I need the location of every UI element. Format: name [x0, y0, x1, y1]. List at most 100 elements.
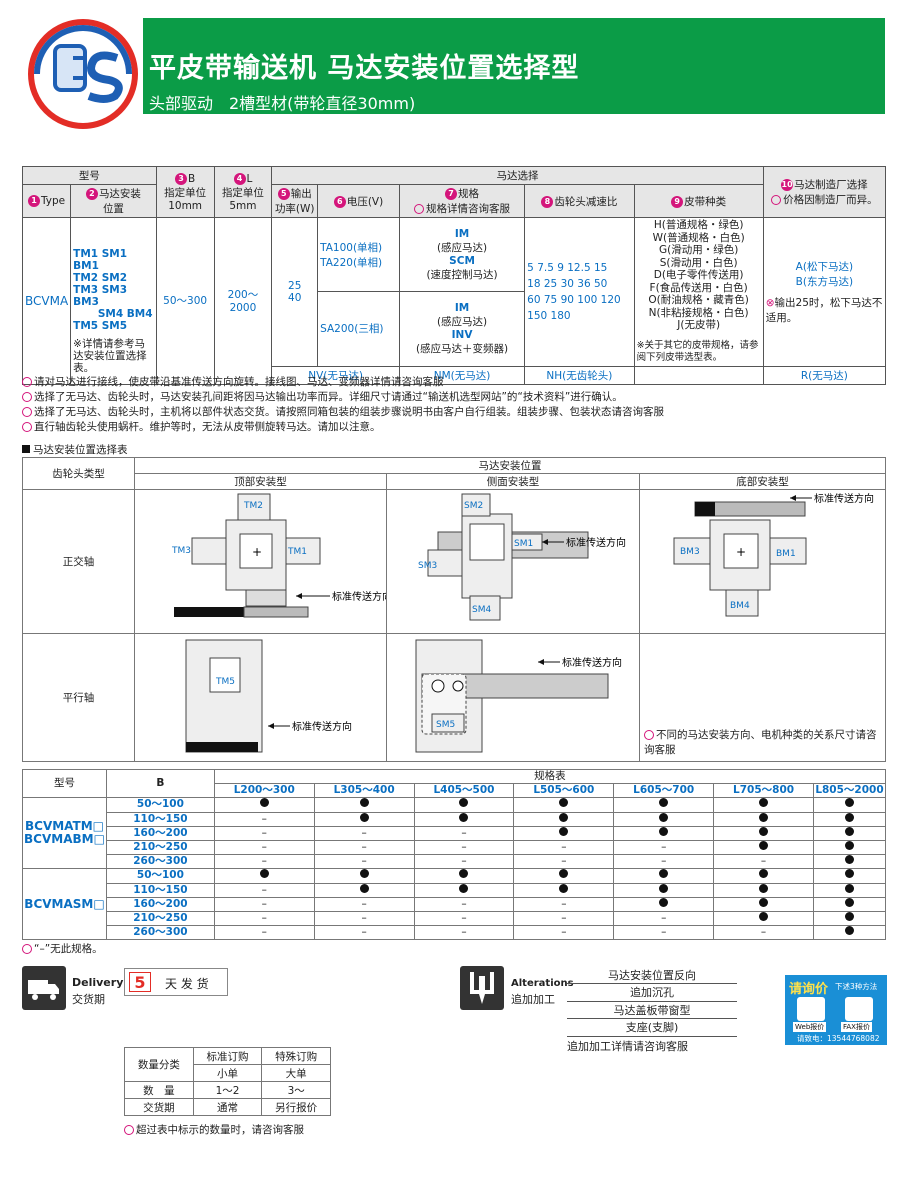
available-dot [359, 883, 369, 893]
diagram-side-parallel: SM5 标准传送方向 [386, 633, 640, 762]
catalog-footnote: “–”无此规格。 [22, 941, 103, 956]
voltage-1: TA100(单相) TA220(单相) [317, 216, 400, 293]
available-cell [812, 925, 887, 941]
table-row: 210～250––––– [23, 839, 887, 856]
output-value: 25 40 [271, 217, 319, 367]
table-row: BCVMATM□ BCVMABM□50～100 [22, 797, 887, 870]
available-cell [413, 882, 515, 898]
cat-header-spec: 规格表 [213, 768, 887, 785]
unavailable-cell: – [413, 910, 515, 927]
svg-text:TM5: TM5 [215, 677, 235, 687]
pos-header-position: 马达安装位置 [134, 457, 886, 474]
cat-b-range: 50～100 [105, 868, 215, 884]
belt-value: H(普通规格・绿色)W(普通规格・白色)G(滑动用・绿色)S(滑动用・白色)D(… [633, 217, 764, 367]
alter-cn: 追加加工 [511, 993, 555, 1006]
available-dot [359, 812, 369, 822]
available-dot [259, 798, 269, 808]
cat-b-range: 50～100 [105, 797, 215, 813]
contact-badge[interactable]: 请询价 下述3种方法 Web报价 FAX报价 请致电：13544768082 [785, 975, 887, 1045]
svg-text:TM1: TM1 [287, 547, 307, 557]
available-dot [459, 798, 469, 808]
available-cell [313, 811, 415, 827]
contact-tel: 请致电：13544768082 [797, 1034, 880, 1043]
available-dot [759, 812, 769, 822]
fax-label: FAX报价 [841, 1022, 872, 1032]
svg-text:BM3: BM3 [680, 547, 700, 557]
svg-text:BM1: BM1 [776, 549, 796, 559]
cat-model: BCVMATM□ BCVMABM□ [22, 797, 107, 870]
unavailable-cell: – [213, 825, 315, 841]
available-dot [559, 883, 569, 893]
unavailable-cell: – [713, 925, 814, 941]
cat-col-header: L805～2000 [812, 783, 887, 799]
title-banner: 平皮带输送机 马达安装位置选择型 头部驱动 2槽型材(带轮直径30mm) [143, 18, 885, 114]
unavailable-cell: – [213, 839, 315, 856]
available-cell [313, 882, 415, 898]
contact-title: 请询价 [789, 982, 829, 997]
r-option: R(无马达) [762, 365, 887, 385]
alter-item: 马达盖板带窗型 [567, 1001, 737, 1019]
unavailable-cell: – [513, 854, 615, 870]
available-dot [359, 798, 369, 808]
unavailable-cell: – [213, 910, 315, 927]
type-value: BCVMA [21, 217, 72, 385]
available-cell [313, 868, 415, 884]
available-cell [513, 882, 615, 898]
table-row: 210～250––––– [23, 910, 887, 927]
delivery-cn: 交货期 [72, 993, 105, 1006]
unavailable-cell: – [613, 910, 715, 927]
qty-large: 大单 [261, 1064, 331, 1082]
alterations-table: 马达安装位置反向 追加沉孔 马达盖板带窗型 支座(支脚) [567, 966, 737, 1037]
available-cell [513, 868, 615, 884]
row-orthogonal: 正交轴 [21, 489, 136, 634]
svg-text:+: + [736, 545, 746, 559]
pos-header-side: 侧面安装型 [386, 473, 640, 490]
svg-text:SM5: SM5 [436, 720, 455, 730]
unavailable-cell: – [413, 896, 515, 912]
available-cell [812, 839, 887, 856]
delivery-days: 5 [129, 972, 151, 992]
available-dot [844, 798, 854, 808]
qty-cell: 1～2 [192, 1081, 263, 1099]
qty-cell: 另行报价 [261, 1098, 331, 1116]
available-dot [659, 869, 669, 879]
spec-1: IM(感应马达)SCM(速度控制马达) [398, 216, 526, 293]
svg-text:TM2: TM2 [243, 501, 263, 511]
alter-item: 追加沉孔 [567, 983, 737, 1002]
available-dot [559, 798, 569, 808]
cat-header-b: B [105, 768, 215, 799]
available-cell [213, 797, 315, 813]
available-dot [844, 926, 854, 936]
available-dot [459, 883, 469, 893]
available-cell [413, 797, 515, 813]
qty-header: 数量分类 [124, 1047, 194, 1082]
available-dot [659, 798, 669, 808]
available-dot [659, 883, 669, 893]
mount-value: TM1 SM1 BM1 TM2 SM2 TM3 SM3 BM3 SM4 BM4 … [70, 217, 157, 385]
cat-b-range: 260～300 [105, 854, 215, 870]
unavailable-cell: – [313, 839, 415, 856]
position-section-title: 马达安装位置选择表 [22, 442, 128, 457]
available-dot [759, 869, 769, 879]
available-dot [844, 841, 854, 851]
available-cell [812, 910, 887, 927]
available-dot [759, 883, 769, 893]
cat-col-header: L505～600 [513, 783, 615, 799]
unavailable-cell: – [313, 910, 415, 927]
svg-text:标准传送方向: 标准传送方向 [332, 590, 386, 603]
cat-b-range: 110～150 [105, 811, 215, 827]
alter-item: 马达安装位置反向 [567, 966, 737, 984]
svg-text:SM2: SM2 [464, 501, 483, 511]
row-parallel: 平行轴 [21, 633, 136, 762]
qty-row-label: 交货期 [124, 1098, 194, 1116]
spec-2: IM(感应马达)INV(感应马达＋变频器) [398, 291, 526, 367]
svg-text:SM3: SM3 [418, 561, 437, 571]
available-dot [759, 798, 769, 808]
fax-icon [845, 997, 873, 1021]
available-cell [513, 811, 615, 827]
available-dot [259, 869, 269, 879]
cat-b-range: 110～150 [105, 882, 215, 898]
